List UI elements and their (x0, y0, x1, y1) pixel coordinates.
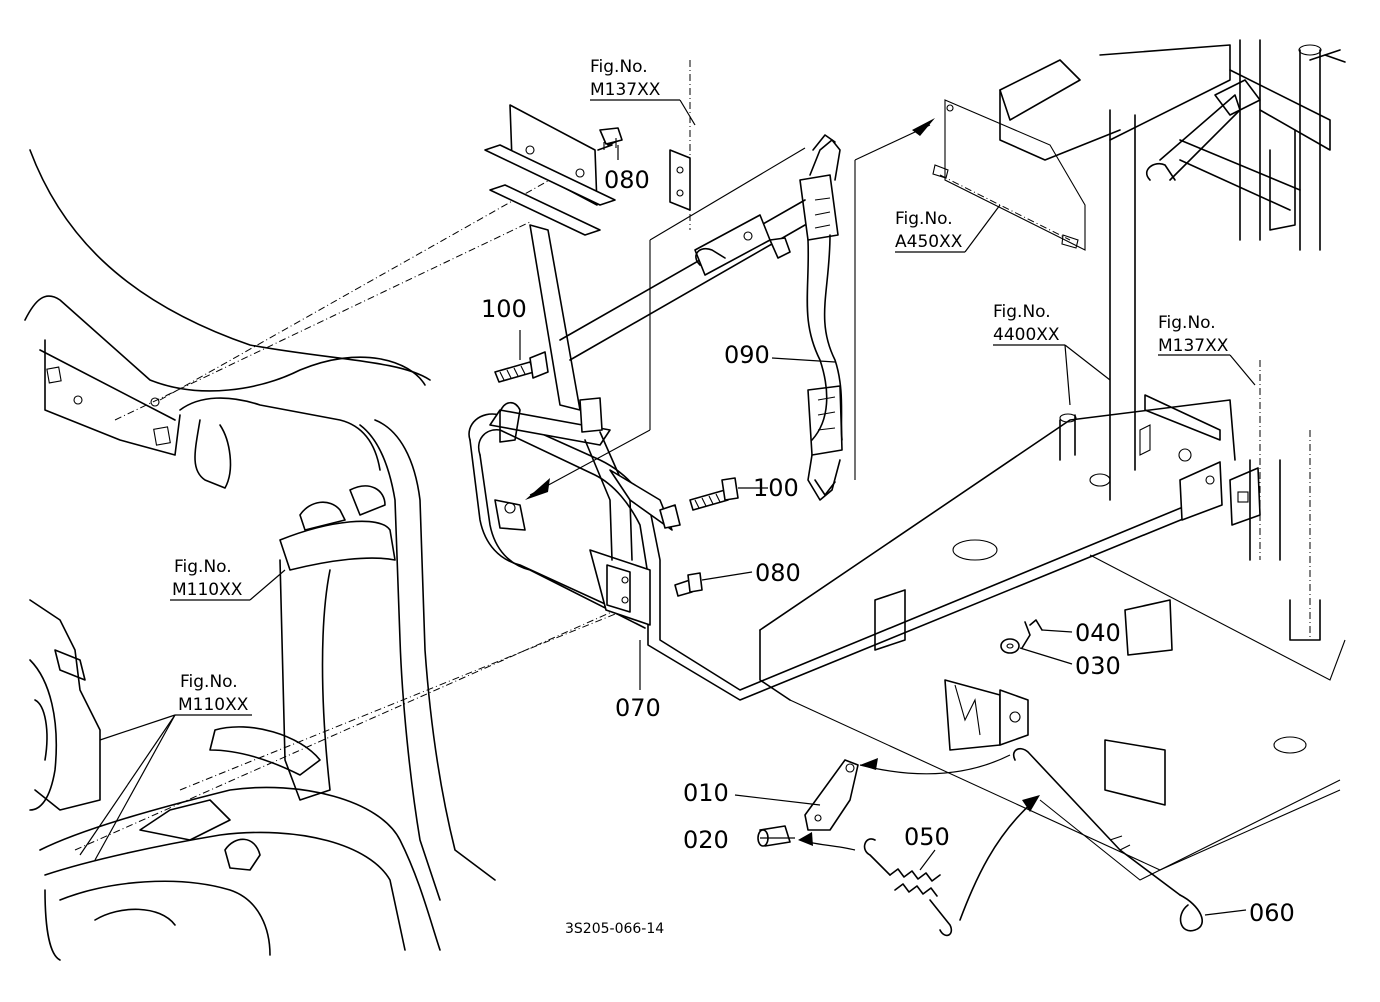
frame-070 (468, 397, 1223, 701)
fig-ref-m110-low: M110XX (178, 695, 249, 715)
fig-ref-m110-low-label: Fig.No. (180, 672, 238, 692)
label-020: 020 (683, 826, 729, 854)
shaft (559, 199, 806, 361)
fig-ref-4400-label: Fig.No. (993, 302, 1051, 322)
leader-lines (79, 99, 1256, 916)
label-080-top: 080 (604, 166, 650, 194)
seat-fender-body (24, 149, 496, 961)
rod-060 (1012, 748, 1203, 932)
fig-ref-a450: A450XX (895, 232, 963, 252)
label-090: 090 (724, 341, 770, 369)
drawing-code: 3S205-066-14 (565, 921, 664, 937)
strap-090 (799, 134, 843, 501)
label-100-left: 100 (481, 295, 527, 323)
fig-ref-4400: 4400XX (993, 325, 1060, 345)
switch-bracket (944, 679, 1029, 751)
label-100-right: 100 (753, 474, 799, 502)
alignment-lines (74, 60, 1311, 851)
fig-ref-m110-mid-label: Fig.No. (174, 557, 232, 577)
arrows (525, 118, 935, 500)
fig-ref-m137-top: M137XX (590, 80, 661, 100)
label-070: 070 (615, 694, 661, 722)
bolt-100-left (494, 351, 549, 383)
panel-a450 (932, 99, 1086, 251)
label-050: 050 (904, 823, 950, 851)
washer-pin-030-040 (1000, 619, 1043, 654)
pin-020 (757, 825, 791, 847)
machine-frame-right (999, 39, 1346, 641)
bolt-100-right (689, 477, 739, 511)
label-040: 040 (1075, 619, 1121, 647)
label-080-lower: 080 (755, 559, 801, 587)
fig-ref-m137-right-label: Fig.No. (1158, 313, 1216, 333)
fig-ref-m137-top-label: Fig.No. (590, 57, 648, 77)
bolt-080-lower (674, 572, 703, 597)
small-plate-top (669, 149, 791, 259)
lever-010 (804, 759, 859, 831)
bolt-080-upper (599, 127, 623, 150)
action-arrows (798, 754, 1341, 921)
upper-bracket (484, 104, 621, 411)
label-060: 060 (1249, 899, 1295, 927)
spring-050 (863, 838, 953, 937)
label-030: 030 (1075, 652, 1121, 680)
fig-ref-a450-label: Fig.No. (895, 209, 953, 229)
fig-ref-m137-right: M137XX (1158, 336, 1229, 356)
fig-ref-m110-mid: M110XX (172, 580, 243, 600)
label-010: 010 (683, 779, 729, 807)
